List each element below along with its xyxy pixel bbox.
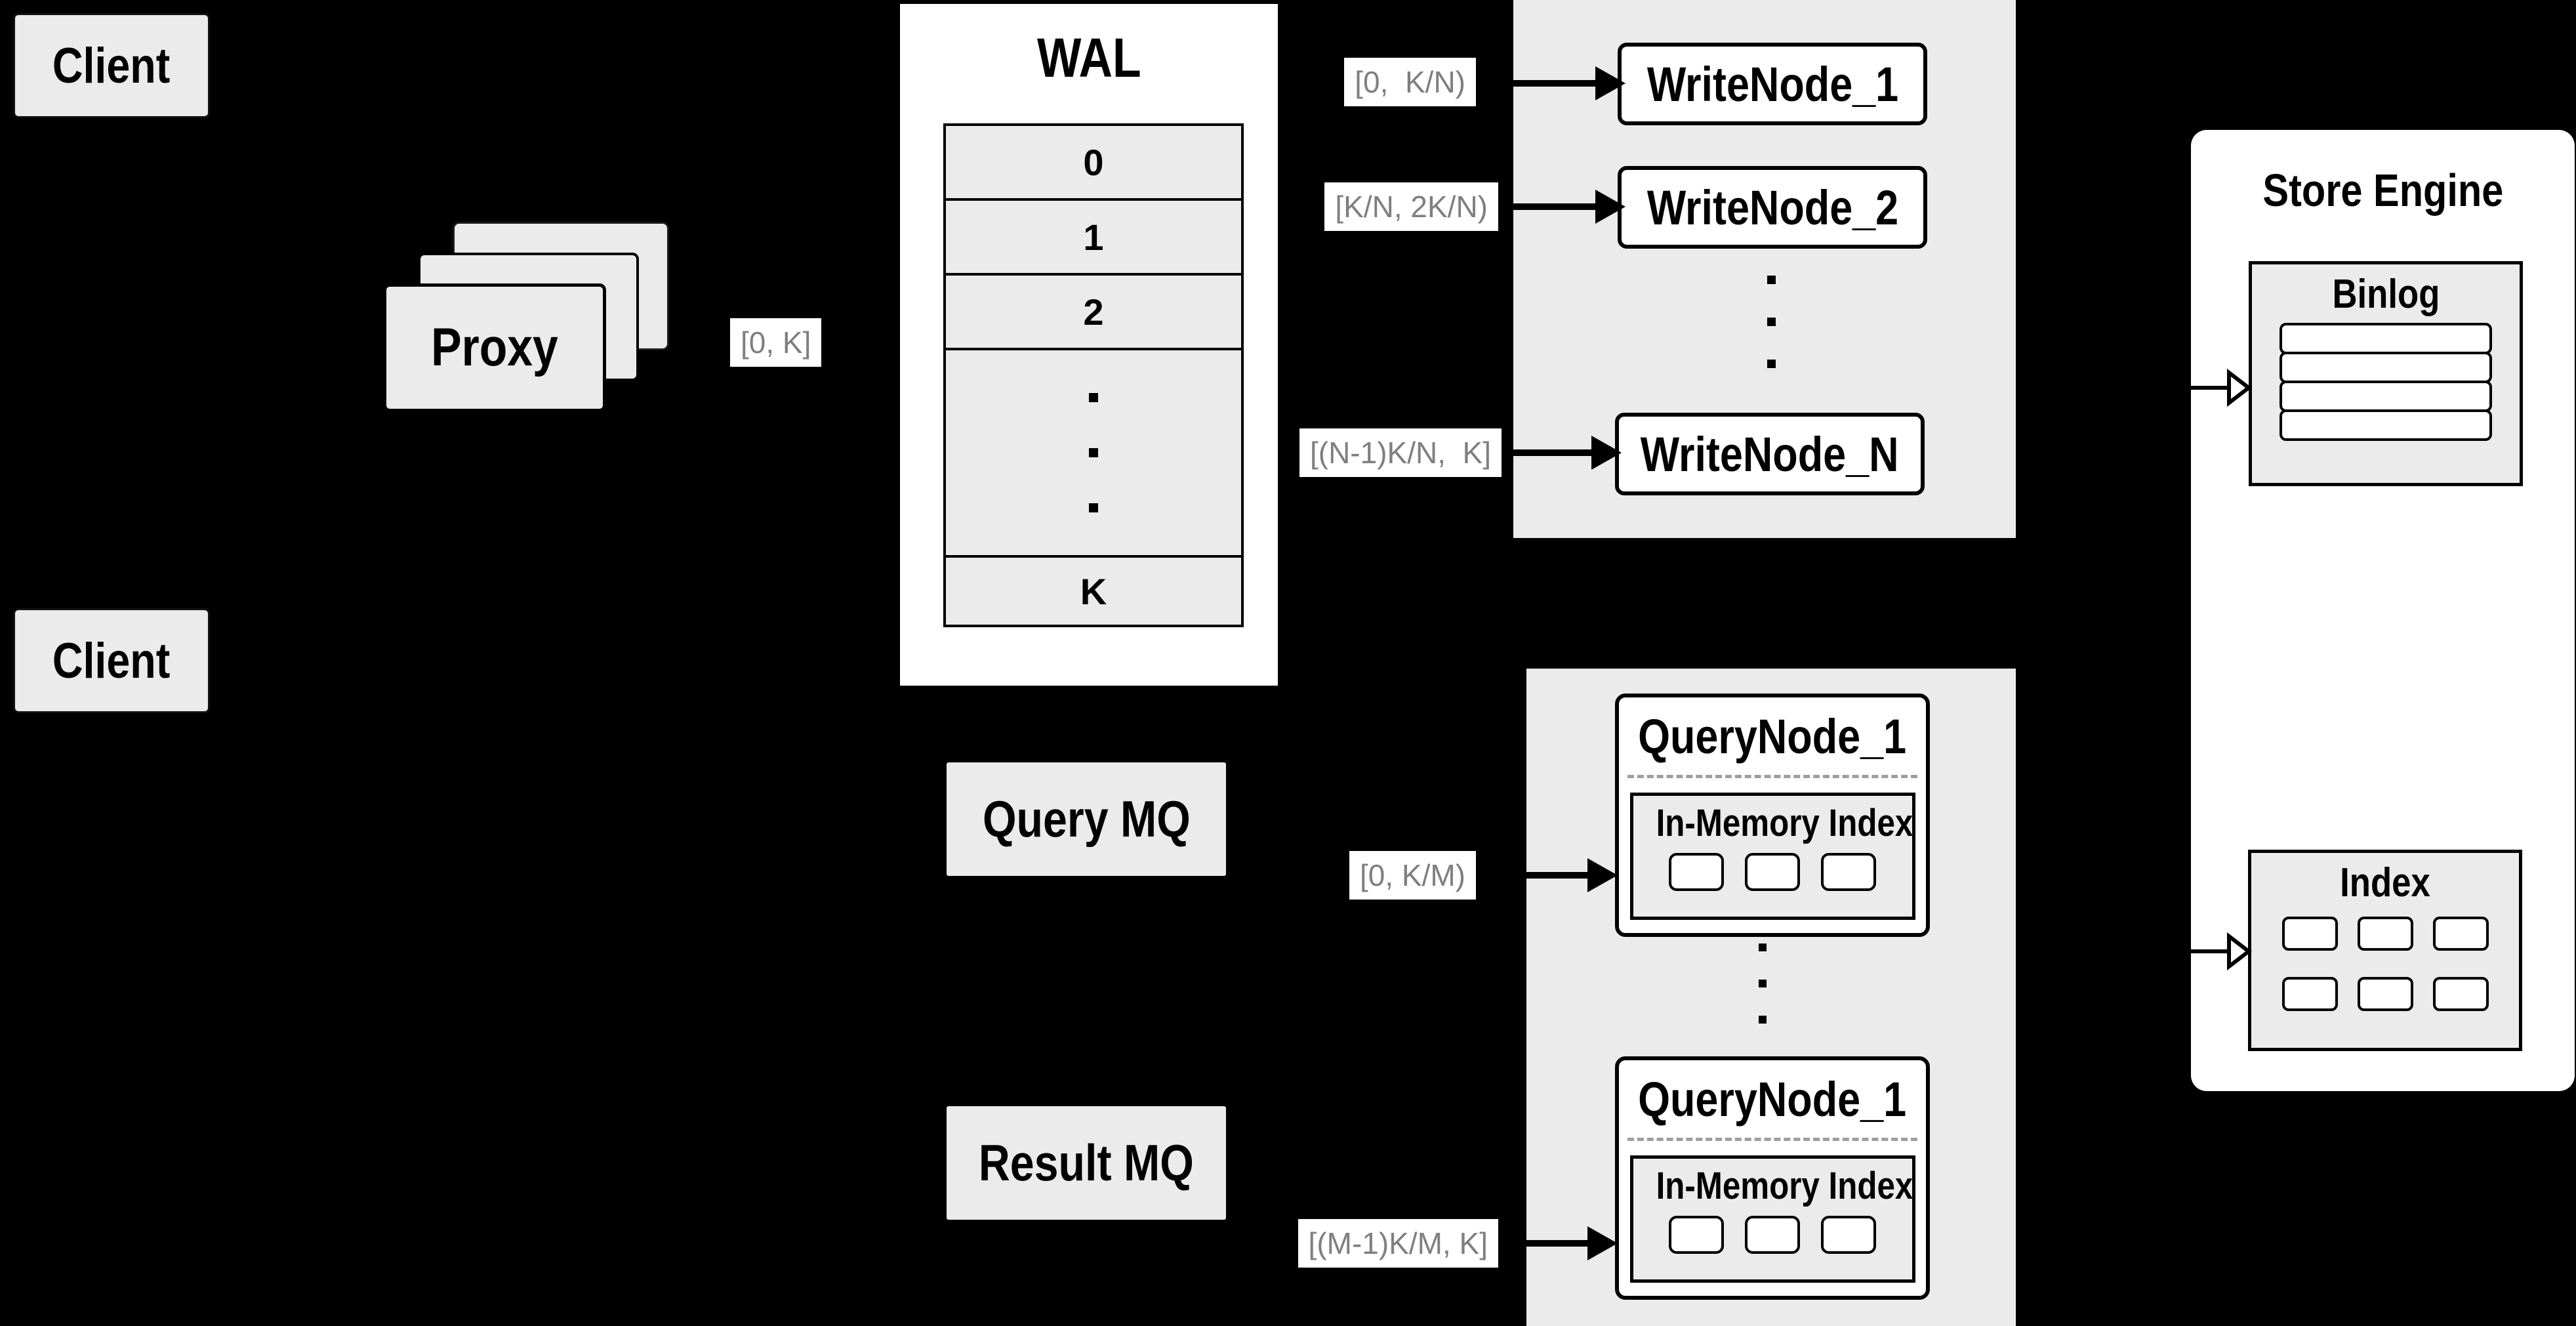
writenode-2-box: WriteNode_2 [1618,166,1927,249]
wal-box: WAL 0 1 2 K [897,1,1280,688]
writenode-1-label: WriteNode_1 [1646,56,1898,112]
write-nodes-ellipsis [1767,276,1776,368]
wal-row-0: 0 [946,126,1241,201]
writenode-n-label: WriteNode_N [1641,426,1899,482]
index-segment [2432,977,2489,1011]
binlog-segments [2252,323,2520,441]
wal-row-ellipsis [946,350,1241,558]
range-label-proxy-out: [0, K] [730,318,822,367]
querynode-m-inmemory-index: In-Memory Index [1629,1155,1915,1283]
proxy-label: Proxy [431,318,558,377]
binlog-title: Binlog [2332,272,2440,317]
range-label-writenode1: [0, K/N) [1344,58,1476,106]
querynode-1-inmemory-index: In-Memory Index [1629,793,1915,920]
client-top-box: Client [13,13,210,118]
index-box: Index [2248,850,2522,1051]
index-segment [2281,917,2338,951]
index-segment [2357,917,2413,951]
binlog-segment [2280,323,2492,354]
writenode-1-box: WriteNode_1 [1618,43,1927,125]
index-segment [2281,977,2338,1011]
range-label-writenoden: [(N-1)K/N, K] [1299,428,1502,477]
proxy-box: Proxy [383,283,606,412]
querynode-1-divider [1627,775,1917,778]
client-top-label: Client [52,37,171,94]
binlog-box: Binlog [2249,261,2523,486]
range-label-writenode2: [K/N, 2K/N) [1324,182,1498,231]
binlog-segment [2280,409,2492,441]
wal-ellipsis [1089,393,1098,512]
wal-row-k: K [1080,570,1107,612]
writenode-2-label: WriteNode_2 [1646,180,1898,235]
wal-row-2: 2 [946,276,1241,350]
index-segments [2251,917,2519,1011]
wal-log-table: 0 1 2 K [943,123,1244,627]
index-title: Index [2340,860,2430,905]
querynode-1-box: QueryNode_1 In-Memory Index [1615,694,1930,937]
binlog-segment [2280,352,2492,383]
wal-row-1: 1 [946,201,1241,276]
range-label-querynode1: [0, K/M) [1349,851,1476,900]
querynode-m-divider [1627,1138,1917,1141]
binlog-segment [2280,381,2492,412]
index-segment [2432,917,2489,951]
querynode-1-title: QueryNode_1 [1638,709,1907,764]
client-bottom-label: Client [52,632,171,689]
querynode-m-box: QueryNode_1 In-Memory Index [1615,1056,1930,1300]
store-engine-title: Store Engine [2262,165,2503,216]
inmemory-index-segments [1633,853,1912,891]
result-mq-box: Result MQ [947,1106,1226,1220]
query-nodes-ellipsis [1759,943,1767,1024]
query-mq-label: Query MQ [982,790,1191,848]
writenode-n-box: WriteNode_N [1615,413,1925,495]
wal-title: WAL [1036,27,1141,89]
querynode-m-title: QueryNode_1 [1638,1071,1907,1127]
query-mq-box: Query MQ [947,762,1226,876]
index-segment [2357,977,2413,1011]
range-label-querynodem: [(M-1)K/M, K] [1298,1219,1498,1268]
result-mq-label: Result MQ [979,1134,1194,1191]
inmemory-index-segments [1633,1216,1912,1254]
client-bottom-box: Client [13,608,210,713]
